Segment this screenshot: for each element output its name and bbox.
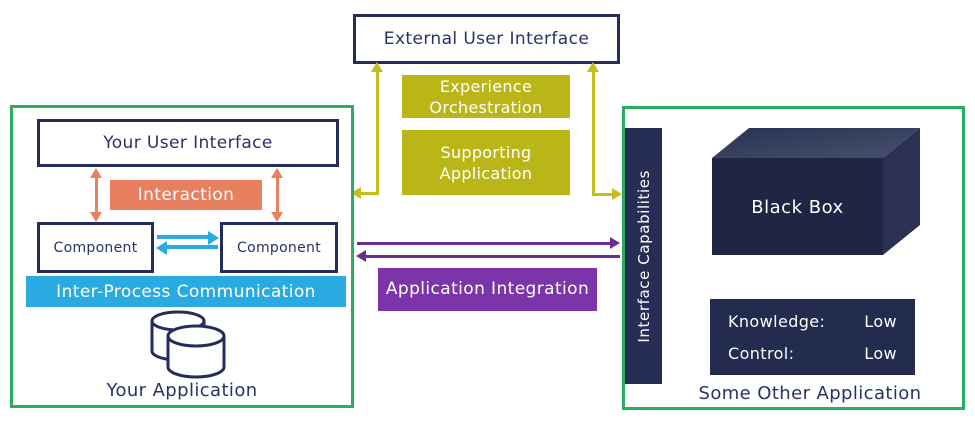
cube-top-face: [712, 128, 920, 158]
interaction-label: Interaction: [137, 185, 235, 205]
connector-line: [357, 242, 610, 245]
connector-line: [360, 192, 378, 195]
connector-line: [594, 193, 612, 196]
knowledge-row: Knowledge: Low: [728, 312, 897, 331]
external-user-interface-label: External User Interface: [383, 29, 590, 49]
your-application-frame: [10, 105, 354, 408]
arrow-left-icon: [356, 250, 366, 262]
interface-capabilities-label: Interface Capabilities: [634, 169, 653, 343]
control-row: Control: Low: [728, 344, 897, 363]
cube-right-face: [883, 128, 920, 255]
inter-process-communication-box: Inter-Process Communication: [26, 276, 346, 307]
supporting-application-box: Supporting Application: [402, 130, 570, 195]
component-right-box: Component: [220, 222, 338, 273]
other-application-label: Some Other Application: [698, 382, 922, 404]
supporting-application-label: Supporting Application: [439, 142, 533, 183]
inter-process-communication-label: Inter-Process Communication: [56, 281, 316, 302]
connector-line: [366, 255, 620, 258]
black-box-cube: [712, 128, 920, 255]
arrow-right-icon: [612, 188, 622, 200]
interface-capabilities-box: Interface Capabilities: [625, 128, 662, 384]
arrow-right-icon: [610, 237, 620, 249]
application-integration-box: Application Integration: [378, 268, 597, 311]
knowledge-value: Low: [864, 311, 897, 331]
database-cylinders-icon: [150, 310, 226, 379]
component-left-label: Component: [53, 239, 138, 256]
your-application-label: Your Application: [106, 379, 258, 401]
external-user-interface-box: External User Interface: [353, 14, 620, 64]
application-integration-label: Application Integration: [385, 279, 590, 299]
your-user-interface-box: Your User Interface: [37, 119, 339, 167]
other-application-frame: [622, 106, 965, 410]
interaction-box: Interaction: [110, 180, 262, 210]
knowledge-label: Knowledge:: [728, 311, 826, 331]
connector-line: [592, 71, 595, 196]
experience-orchestration-box: Experience Orchestration: [402, 75, 570, 118]
your-user-interface-label: Your User Interface: [103, 133, 273, 153]
experience-orchestration-label: Experience Orchestration: [429, 76, 543, 117]
connector-line: [376, 71, 379, 195]
cube-front-face: [712, 158, 883, 255]
control-label: Control:: [728, 343, 795, 363]
black-box-label: Black Box: [751, 196, 844, 218]
component-right-label: Component: [237, 239, 321, 256]
metrics-box: Knowledge: Low Control: Low: [710, 299, 915, 375]
component-left-box: Component: [37, 222, 154, 273]
control-value: Low: [864, 343, 897, 363]
